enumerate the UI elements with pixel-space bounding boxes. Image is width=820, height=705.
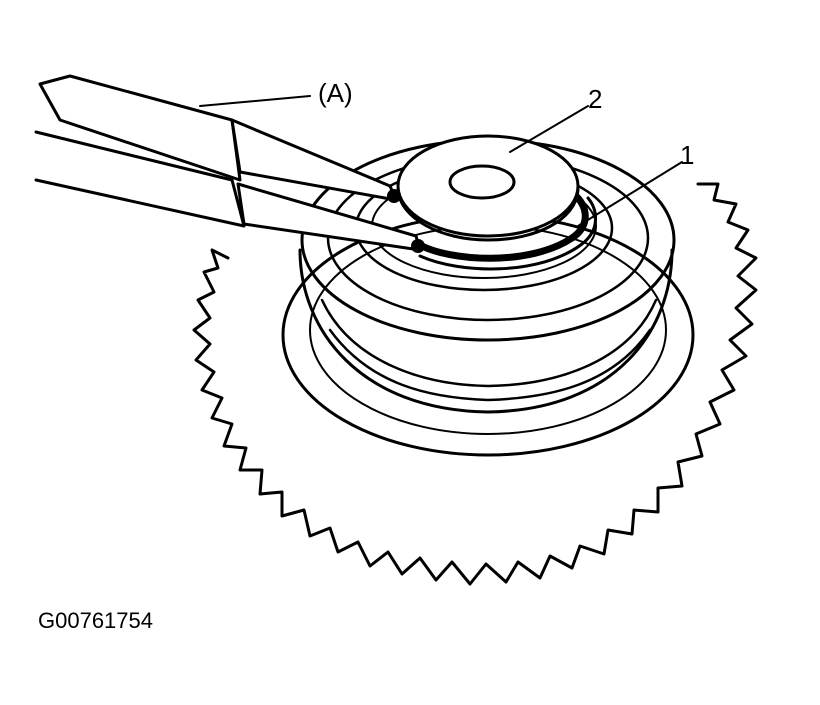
pliers-tip-lower	[411, 239, 425, 253]
washer-center-hole	[448, 164, 516, 200]
pliers-tip-upper	[387, 189, 401, 203]
callout-part-1: 1	[680, 140, 695, 170]
hub-band-lower	[328, 328, 652, 402]
gear-teeth	[192, 182, 758, 586]
leader-line-a	[199, 95, 311, 107]
hub-body	[298, 248, 674, 414]
snap-ring	[414, 192, 589, 262]
figure-id-label: G00761754	[38, 608, 153, 633]
leader-line-1	[577, 161, 683, 227]
pliers-handle-lower	[34, 130, 246, 228]
callout-tool-a: (A)	[318, 78, 353, 108]
washer-plate-side	[396, 188, 580, 242]
callout-part-2: 2	[588, 84, 603, 114]
hub-band-upper	[320, 298, 658, 388]
washer-plate	[396, 134, 580, 238]
leader-line-2	[509, 105, 589, 153]
